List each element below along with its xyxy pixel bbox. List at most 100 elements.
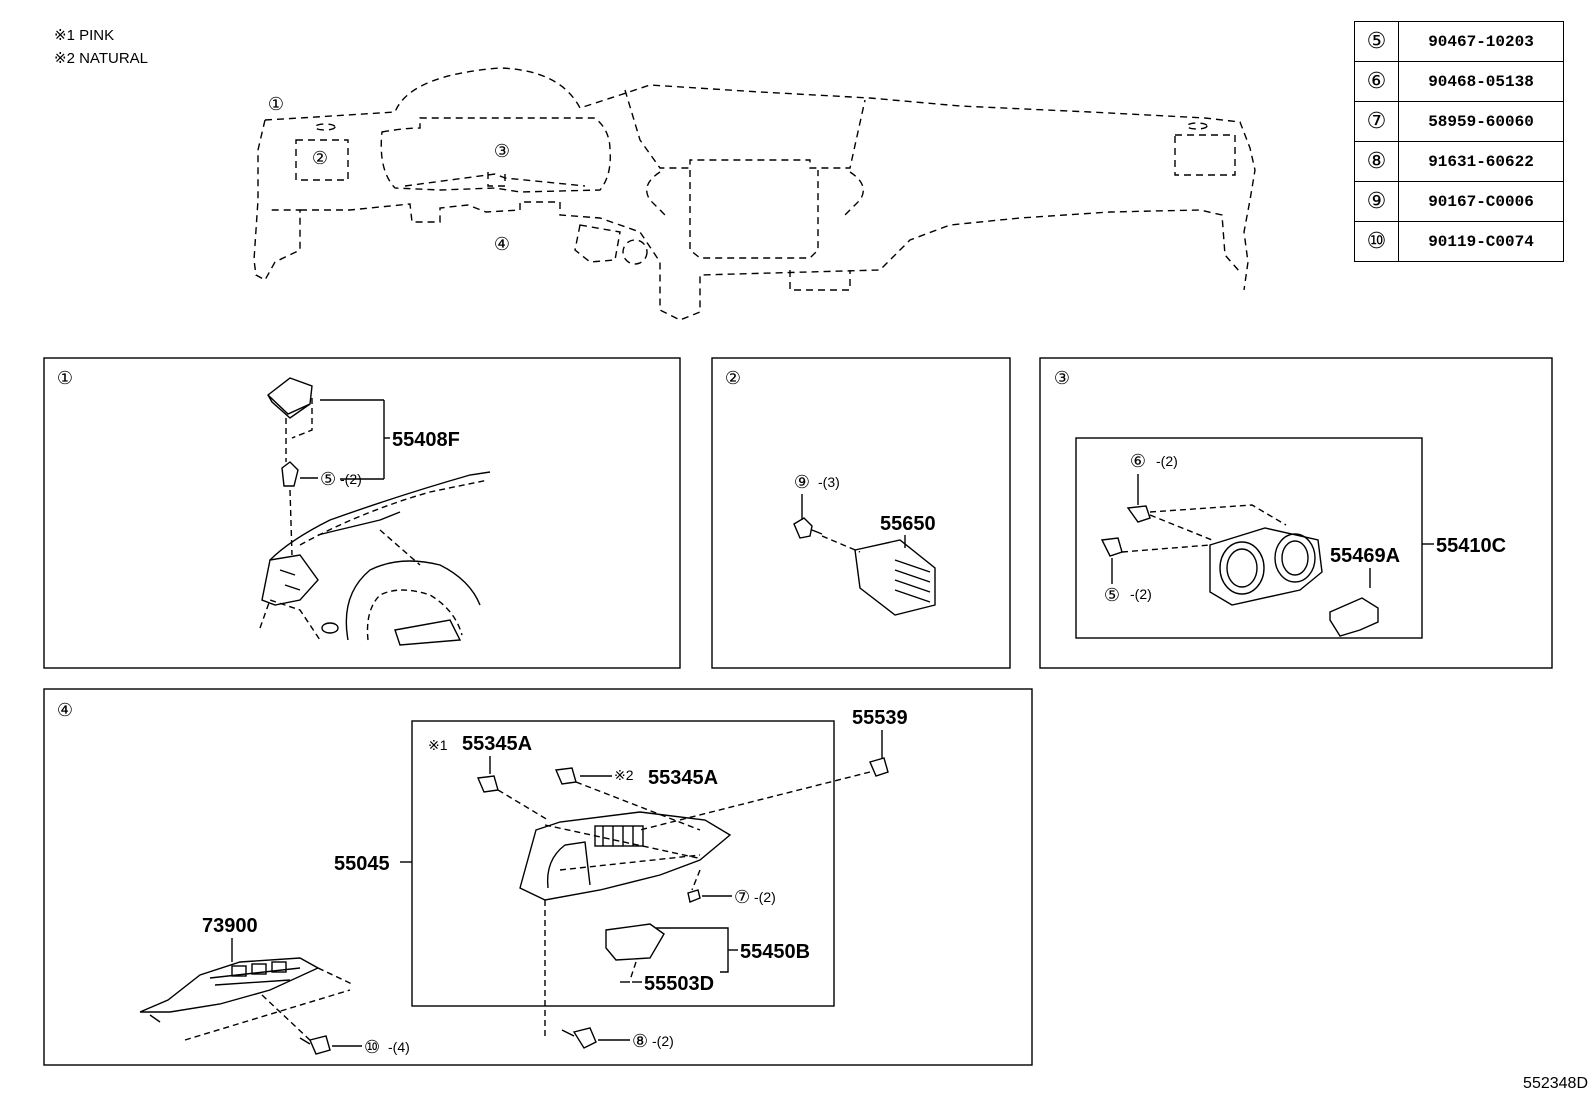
fastener-qty: -(3) xyxy=(818,474,840,490)
part-label-55345a-pink: 55345A xyxy=(462,733,532,755)
part-label-55469a: 55469A xyxy=(1330,545,1400,567)
fastener-ref: ⑦ xyxy=(734,887,750,907)
fastener-qty: -(4) xyxy=(388,1039,410,1055)
clip-icon xyxy=(869,757,889,777)
note-mark: ※2 xyxy=(54,50,75,67)
dashboard-lower-edge xyxy=(300,201,1241,321)
leader-line xyxy=(821,535,861,553)
ref-number: ⑧ xyxy=(1354,141,1399,182)
leader-line xyxy=(291,398,313,439)
clip-icon xyxy=(1126,505,1151,523)
clip-icon xyxy=(476,775,499,793)
dash-corner-detail xyxy=(279,569,301,591)
bracket-hole-icon xyxy=(231,965,247,977)
ref-number: ⑩ xyxy=(1354,221,1399,262)
note-text: NATURAL xyxy=(79,50,148,67)
gauge-ring-right-icon xyxy=(1274,533,1316,583)
assembly-guide-line xyxy=(544,824,701,871)
overview-callout-4: ④ xyxy=(494,234,510,254)
right-vent-panel xyxy=(1174,134,1236,176)
part-number: 90468-05138 xyxy=(1398,61,1564,102)
assembly-frame xyxy=(1075,437,1423,639)
gauge-ring-right-inner xyxy=(1281,540,1309,576)
center-stack-top xyxy=(624,89,866,169)
right-vent-slot-icon xyxy=(1186,122,1208,130)
gauge-ring-left-icon xyxy=(1219,541,1265,595)
fastener-ref: ⑥ xyxy=(1130,451,1146,471)
overview-callout-3: ③ xyxy=(494,141,510,161)
part-number: 90119-C0074 xyxy=(1398,221,1564,262)
screw-icon xyxy=(793,517,823,539)
steering-wheel-inner xyxy=(366,589,463,641)
figure-id: 552348D xyxy=(1523,1075,1588,1092)
fastener-ref: ⑤ xyxy=(1104,585,1120,605)
meter-hood-inner xyxy=(404,173,586,187)
overview-callout-2: ② xyxy=(312,148,328,168)
part-number: 58959-60060 xyxy=(1398,101,1564,142)
leader-line xyxy=(1121,544,1211,553)
fastener-qty: -(2) xyxy=(340,471,362,487)
dash-corner-edge xyxy=(269,471,491,561)
detail-box-4-ref: ④ xyxy=(57,700,73,720)
leader-line xyxy=(575,781,701,831)
leader-line xyxy=(289,489,293,556)
lower-panel-detail xyxy=(546,841,591,889)
detail-box-1-ref: ① xyxy=(57,368,73,388)
part-label-73900: 73900 xyxy=(202,915,258,937)
fastener-ref: ⑨ xyxy=(794,472,810,492)
assembly-guide-line xyxy=(184,967,353,1041)
detail-box-1-frame xyxy=(43,357,681,669)
note-text: PINK xyxy=(79,27,115,44)
note-pink: ※1 PINK xyxy=(54,24,148,47)
pocket-icon xyxy=(605,923,665,961)
part-label-55410c: 55410C xyxy=(1436,535,1506,557)
power-outlet-detail xyxy=(894,559,931,603)
steering-column-cover xyxy=(574,224,621,263)
cluster-hood-icon xyxy=(1209,527,1323,606)
bolt-icon xyxy=(561,1027,597,1049)
part-label-55539: 55539 xyxy=(852,707,908,729)
dash-pocket xyxy=(394,619,462,646)
fastener-ref: ⑧ xyxy=(632,1031,648,1051)
dash-corner-detail xyxy=(261,554,319,606)
part-label-55045: 55045 xyxy=(334,853,390,875)
power-outlet-icon xyxy=(854,539,936,616)
part-label-55345a-natural: 55345A xyxy=(648,767,718,789)
leader-line xyxy=(1149,504,1287,541)
detail-box-3: ③ 55410C ⑥ -(2) ⑤ -(2) 55469A xyxy=(1039,357,1553,669)
dash-corner-line xyxy=(317,511,401,536)
center-vent-right xyxy=(844,171,864,216)
clip-icon xyxy=(554,767,577,785)
ref-number: ⑤ xyxy=(1354,21,1399,62)
part-number: 90167-C0006 xyxy=(1398,181,1564,222)
fastener-qty: -(2) xyxy=(652,1033,674,1049)
clip-icon xyxy=(1100,537,1123,557)
left-vent-slot-icon xyxy=(314,123,336,131)
assembly-frame xyxy=(411,720,835,1007)
center-display-outline xyxy=(689,170,819,259)
switch-hole-cover-icon xyxy=(266,377,313,419)
detail-box-2-ref: ② xyxy=(725,368,741,388)
clip-icon xyxy=(281,461,299,487)
dashboard-top-outline xyxy=(264,67,1256,291)
bracket-detail xyxy=(149,967,301,1023)
part-label-55650: 55650 xyxy=(880,513,936,535)
leader-line xyxy=(629,961,637,981)
dash-corner-line xyxy=(299,479,489,546)
lower-panel-vent-slats xyxy=(602,826,634,846)
lower-panel-vent-icon xyxy=(594,825,644,847)
note-natural: ※2 NATURAL xyxy=(54,47,148,70)
bracket-icon xyxy=(139,957,320,1013)
detail-box-2: ② ⑨ -(3) 55650 xyxy=(711,357,1011,669)
dashboard-left-end xyxy=(253,119,301,281)
note-mark: ※2 xyxy=(614,767,634,783)
center-lower-panel xyxy=(789,270,851,291)
leader-line xyxy=(691,869,701,891)
note-mark: ※1 xyxy=(428,737,448,753)
bracket-hole-icon xyxy=(251,963,267,975)
overview-callout-1: ① xyxy=(268,94,284,114)
bolt-icon xyxy=(299,1035,331,1055)
